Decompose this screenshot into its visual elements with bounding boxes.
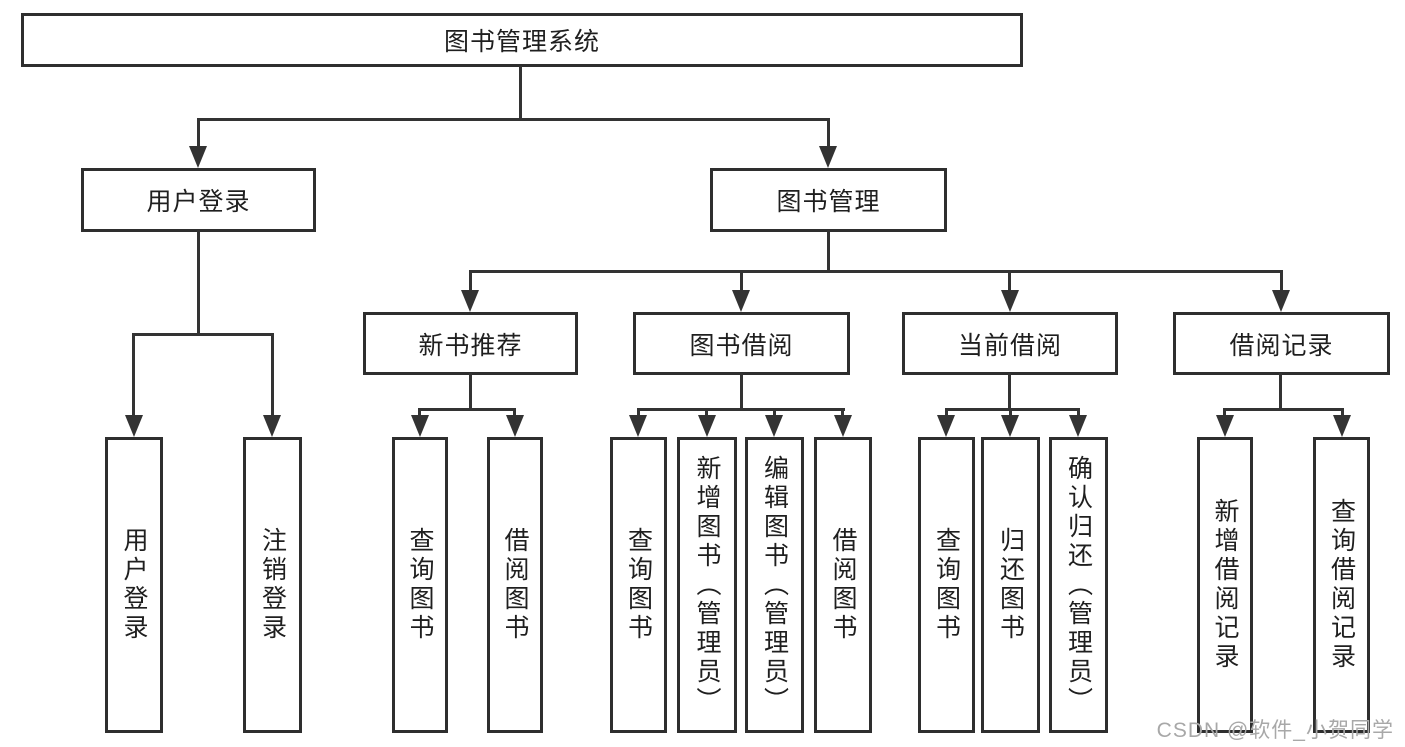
arrowhead-new-book-rec-icon (461, 290, 479, 312)
connector-arrow-bb-query (637, 408, 640, 417)
connector-arrow-new-book-rec (469, 270, 472, 292)
arrowhead-cb-return-icon (1001, 415, 1019, 437)
node-new-book-rec: 新书推荐 (363, 312, 578, 375)
arrowhead-user-login-icon (189, 146, 207, 168)
node-current-borrow: 当前借阅 (902, 312, 1118, 375)
arrowhead-leaf-user-login-icon (125, 415, 143, 437)
connector-arrow-bb-borrow (841, 408, 844, 417)
arrowhead-br-add-icon (1216, 415, 1234, 437)
node-book-mgmt: 图书管理 (710, 168, 947, 232)
arrowhead-cb-query-icon (937, 415, 955, 437)
arrowhead-book-mgmt-icon (819, 146, 837, 168)
arrowhead-cb-confirm-icon (1069, 415, 1087, 437)
arrowhead-bb-edit-icon (765, 415, 783, 437)
leaf-cb-confirm-return: 确认归还（管理员） (1049, 437, 1108, 733)
connector-arrow-leaf-user-login (132, 333, 135, 416)
connector-current-borrow-stem (1008, 373, 1011, 410)
leaf-br-add-record: 新增借阅记录 (1197, 437, 1253, 733)
node-borrow-record: 借阅记录 (1173, 312, 1390, 375)
leaf-logout: 注销登录 (243, 437, 302, 733)
connector-arrow-borrow-record (1280, 270, 1283, 292)
arrowhead-rec-query-icon (411, 415, 429, 437)
connector-arrow-leaf-logout (271, 333, 274, 416)
connector-book-mgmt-bar (469, 270, 1283, 273)
leaf-bb-borrow-book: 借阅图书 (814, 437, 872, 733)
connector-arrow-cb-return (1009, 408, 1012, 417)
arrowhead-bb-add-icon (698, 415, 716, 437)
connector-current-borrow-bar (945, 408, 1079, 411)
connector-user-login-bar (132, 333, 274, 336)
connector-arrow-bb-add (705, 408, 708, 417)
arrowhead-rec-borrow-icon (506, 415, 524, 437)
connector-arrow-cb-confirm (1077, 408, 1080, 417)
node-root: 图书管理系统 (21, 13, 1023, 67)
connector-arrow-book-borrow (740, 270, 743, 292)
connector-arrow-cb-query (945, 408, 948, 417)
connector-arrow-bb-edit (773, 408, 776, 417)
connector-arrow-br-query (1341, 408, 1344, 417)
connector-borrow-record-bar (1223, 408, 1344, 411)
leaf-bb-edit-book: 编辑图书（管理员） (745, 437, 804, 733)
connector-root-stem (519, 66, 522, 120)
connector-user-login-stem (197, 230, 200, 335)
connector-new-book-rec-stem (469, 373, 472, 410)
connector-arrow-book-mgmt (827, 118, 830, 148)
connector-new-book-rec-bar (418, 408, 516, 411)
connector-arrow-user-login (197, 118, 200, 148)
leaf-bb-query-book: 查询图书 (610, 437, 667, 733)
arrowhead-br-query-icon (1333, 415, 1351, 437)
leaf-bb-add-book: 新增图书（管理员） (677, 437, 737, 733)
node-user-login: 用户登录 (81, 168, 316, 232)
arrowhead-borrow-record-icon (1272, 290, 1290, 312)
leaf-br-query-record: 查询借阅记录 (1313, 437, 1370, 733)
node-book-borrow: 图书借阅 (633, 312, 850, 375)
connector-arrow-current-borrow (1008, 270, 1011, 292)
leaf-cb-query-book: 查询图书 (918, 437, 975, 733)
arrowhead-book-borrow-icon (732, 290, 750, 312)
connector-book-mgmt-stem (827, 230, 830, 272)
leaf-user-login: 用户登录 (105, 437, 163, 733)
arrowhead-current-borrow-icon (1001, 290, 1019, 312)
leaf-rec-borrow-book: 借阅图书 (487, 437, 543, 733)
connector-borrow-record-stem (1279, 373, 1282, 410)
watermark: CSDN @软件_小贺同学 (1156, 719, 1394, 742)
connector-root-bar (197, 118, 830, 121)
connector-book-borrow-stem (740, 373, 743, 410)
arrowhead-bb-borrow-icon (834, 415, 852, 437)
leaf-rec-query-book: 查询图书 (392, 437, 448, 733)
arrowhead-bb-query-icon (629, 415, 647, 437)
connector-arrow-br-add (1223, 408, 1226, 417)
leaf-cb-return-book: 归还图书 (981, 437, 1040, 733)
connector-arrow-rec-query (418, 408, 421, 417)
connector-arrow-rec-borrow (513, 408, 516, 417)
connector-book-borrow-bar (637, 408, 845, 411)
arrowhead-leaf-logout-icon (263, 415, 281, 437)
